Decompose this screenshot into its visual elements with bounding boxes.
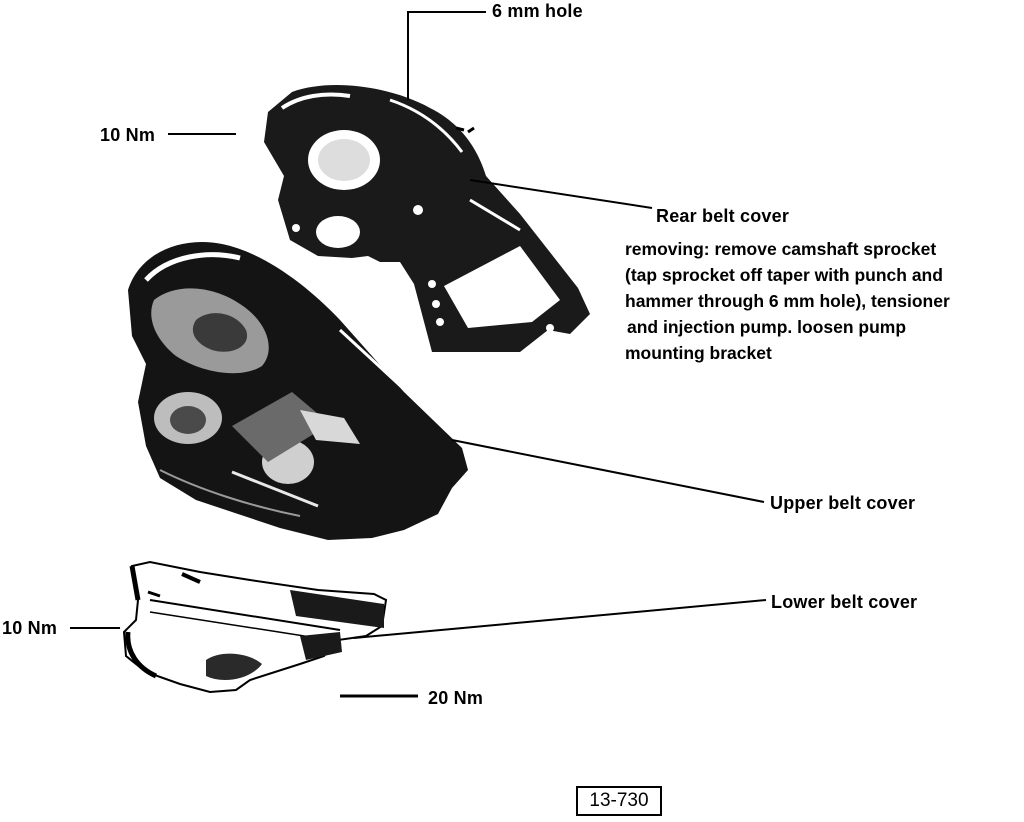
removal-note-line: mounting bracket [625, 343, 772, 363]
removal-note-line: (tap sprocket off taper with punch and [625, 265, 943, 285]
upper-belt-cover-label: Upper belt cover [770, 493, 916, 513]
torque-label-left: 10 Nm [2, 618, 58, 638]
rear-belt-cover [264, 85, 590, 352]
removal-note-line: removing: remove camshaft sprocket [625, 239, 937, 259]
figure-number: 13-730 [576, 786, 662, 816]
torque-label-top: 10 Nm [100, 125, 156, 145]
rear-belt-cover-label: Rear belt cover [656, 206, 790, 226]
lower-belt-cover [122, 560, 388, 694]
lower-belt-cover-label: Lower belt cover [771, 592, 918, 612]
leader-lines [70, 11, 767, 698]
removal-note: removing: remove camshaft sprocket (tap … [625, 236, 950, 366]
upper-belt-cover [128, 241, 468, 540]
removal-note-line: hammer through 6 mm hole), tensioner [625, 291, 950, 311]
hole-label: 6 mm hole [492, 1, 583, 21]
removal-note-line: and injection pump. loosen pump [627, 317, 907, 337]
torque-label-bottom: 20 Nm [428, 688, 484, 708]
